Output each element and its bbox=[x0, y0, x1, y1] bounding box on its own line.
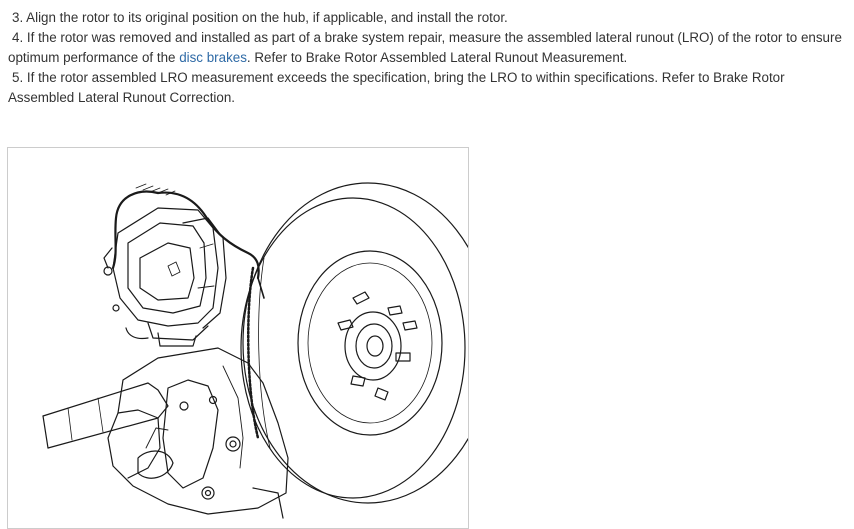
axle-shaft-icon bbox=[42, 382, 169, 449]
brake-caliper-icon bbox=[103, 207, 227, 347]
step-number: 3. bbox=[12, 10, 24, 25]
wheel-stud-icon bbox=[337, 291, 418, 401]
step-text-before-link: If the rotor was removed and installed a… bbox=[8, 30, 842, 65]
step-3: 3. Align the rotor to its original posit… bbox=[8, 8, 848, 28]
step-4: 4. If the rotor was removed and installe… bbox=[8, 28, 848, 68]
steering-knuckle-icon bbox=[107, 347, 289, 519]
brake-assembly-illustration bbox=[42, 182, 468, 519]
brake-rotor-icon bbox=[240, 182, 468, 504]
step-5: 5. If the rotor assembled LRO measuremen… bbox=[8, 68, 848, 108]
step-text-after-link: . Refer to Brake Rotor Assembled Lateral… bbox=[246, 50, 628, 65]
step-text: Align the rotor to its original position… bbox=[26, 10, 508, 25]
wheel-hub-icon bbox=[344, 311, 402, 381]
brake-assembly-figure bbox=[7, 147, 469, 529]
step-number: 5. bbox=[12, 70, 24, 85]
step-text: If the rotor assembled LRO measurement e… bbox=[8, 70, 785, 105]
step-number: 4. bbox=[12, 30, 24, 45]
brake-hose-icon bbox=[111, 183, 265, 299]
instruction-steps: 3. Align the rotor to its original posit… bbox=[8, 8, 848, 108]
disc-brakes-link[interactable]: disc brakes bbox=[179, 50, 247, 65]
